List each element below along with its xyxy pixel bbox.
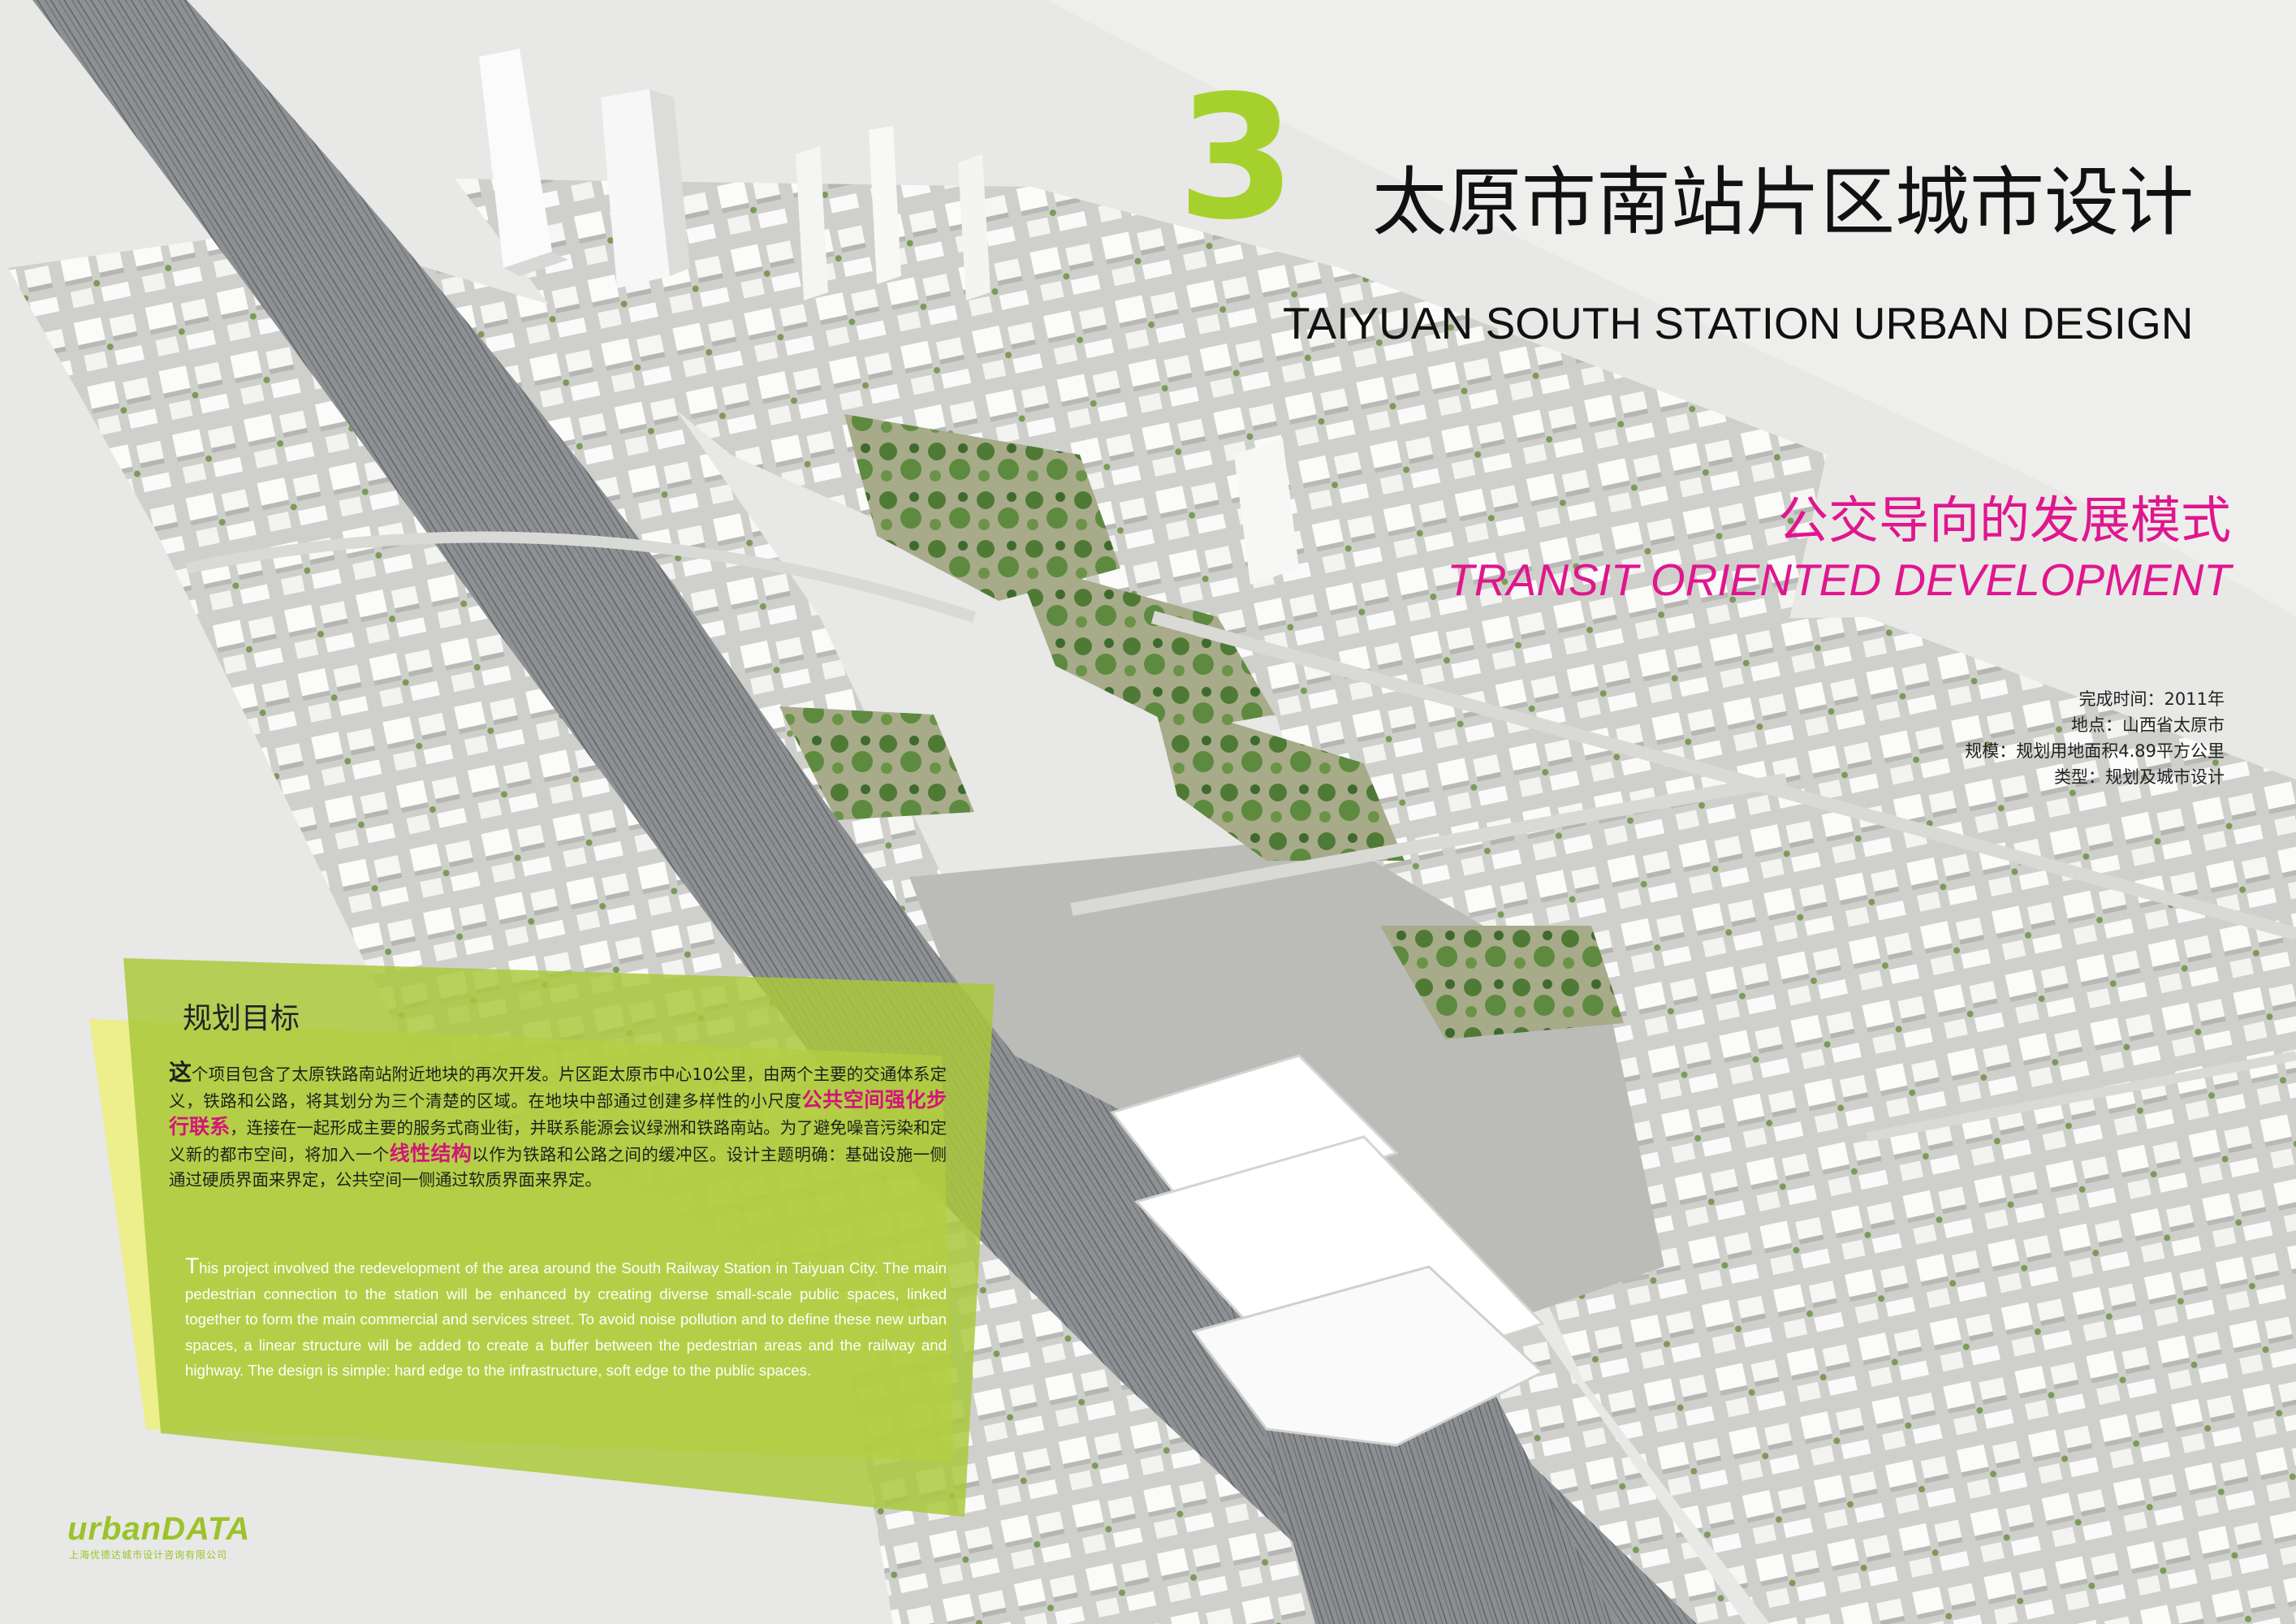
project-number: 3 xyxy=(1177,58,1296,257)
panel-text-en: This project involved the redevelopment … xyxy=(185,1253,947,1384)
panel-cn-part3: 以作为铁路和公路之间的缓冲区。设计主题明确：基础设施一侧通过硬质界面来界定，公共… xyxy=(169,1145,947,1190)
subtitle-cn: 公交导向的发展模式 xyxy=(1777,490,2231,550)
panel-cn-highlight-2: 线性结构 xyxy=(389,1142,473,1165)
panel-cn-part1: 个项目包含了太原铁路南站附近地块的再次开发。片区距太原市中心10公里，由两个主要… xyxy=(169,1065,947,1111)
panel-en-initial: T xyxy=(185,1253,200,1278)
info-completion: 完成时间：2011年 xyxy=(2078,689,2225,709)
page-title-cn: 太原市南站片区城市设计 xyxy=(1372,159,2195,246)
info-type: 类型：规划及城市设计 xyxy=(2054,767,2225,787)
panel-title: 规划目标 xyxy=(183,1002,300,1035)
urbandata-logo: urbanDATA xyxy=(67,1511,251,1547)
panel-en-body: his project involved the redevelopment o… xyxy=(185,1259,947,1379)
panel-cn-part2: ，连接在一起形成主要的服务式商业街，并联系能源会议绿洲和铁路南站。为了避免噪音污… xyxy=(169,1118,947,1164)
panel-green-overlay xyxy=(123,958,995,1517)
panel-cn-highlight-1: 公共空间强化步行联系 xyxy=(169,1088,947,1138)
info-location: 地点：山西省太原市 xyxy=(2071,715,2225,735)
panel-text-cn: 这个项目包含了太原铁路南站附近地块的再次开发。片区距太原市中心10公里，由两个主… xyxy=(169,1060,947,1193)
info-scale: 规模：规划用地面积4.89平方公里 xyxy=(1965,741,2225,761)
subtitle-en: TRANSIT ORIENTED DEVELOPMENT xyxy=(1447,555,2231,605)
urbandata-logo-subtitle: 上海优德达城市设计咨询有限公司 xyxy=(69,1549,228,1561)
panel-cn-initial: 这 xyxy=(169,1059,192,1086)
project-info: 完成时间：2011年 地点：山西省太原市 规模：规划用地面积4.89平方公里 类… xyxy=(1965,686,2225,790)
page-title-en: TAIYUAN SOUTH STATION URBAN DESIGN xyxy=(1283,298,2194,348)
